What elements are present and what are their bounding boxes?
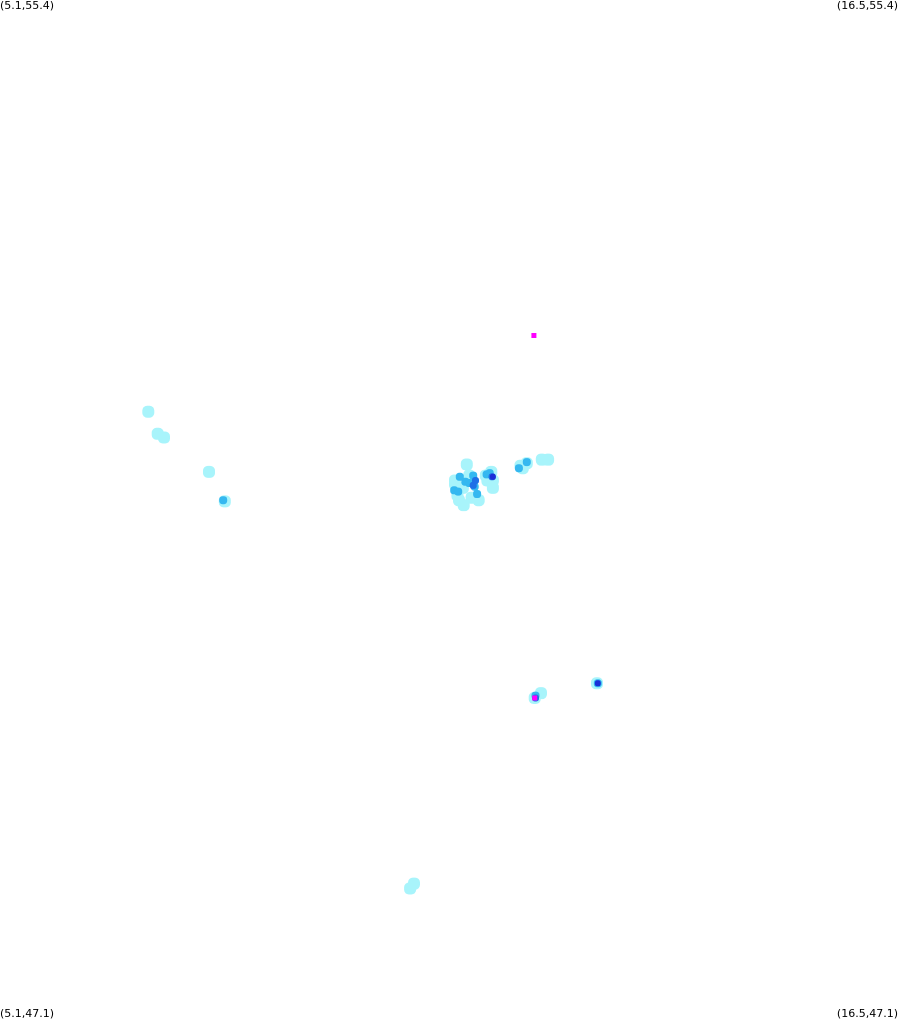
corner-coordinate-top-right: (16.5,55.4) [836, 0, 898, 12]
magenta-marker [532, 695, 538, 701]
echo-cell-very-high [489, 473, 496, 480]
echo-cell-low [142, 405, 155, 418]
echo-cell-low [460, 458, 473, 471]
echo-cell-medium [219, 496, 228, 505]
echo-cell-medium [455, 472, 464, 481]
echo-cell-low [457, 499, 470, 512]
magenta-marker [531, 333, 537, 338]
echo-cell-medium [454, 487, 463, 496]
echo-cell-low [158, 431, 170, 444]
echo-cell-low [542, 453, 555, 466]
corner-coordinate-top-left: (5.1,55.4) [0, 0, 55, 12]
echo-cell-low [203, 465, 215, 478]
marker-layer [531, 333, 538, 701]
echo-cell-medium [473, 490, 482, 498]
corner-coordinate-bottom-left: (5.1,47.1) [0, 1007, 55, 1020]
echo-cell-very-high [594, 680, 601, 687]
echo-cell-low [408, 877, 420, 890]
echo-cell-high [472, 477, 479, 484]
corner-coordinate-bottom-right: (16.5,47.1) [836, 1007, 898, 1020]
echo-cell-medium [514, 464, 523, 473]
echo-cell-medium [522, 458, 531, 467]
precipitation-echo-layer [142, 405, 603, 895]
echo-cell-low [486, 481, 499, 494]
